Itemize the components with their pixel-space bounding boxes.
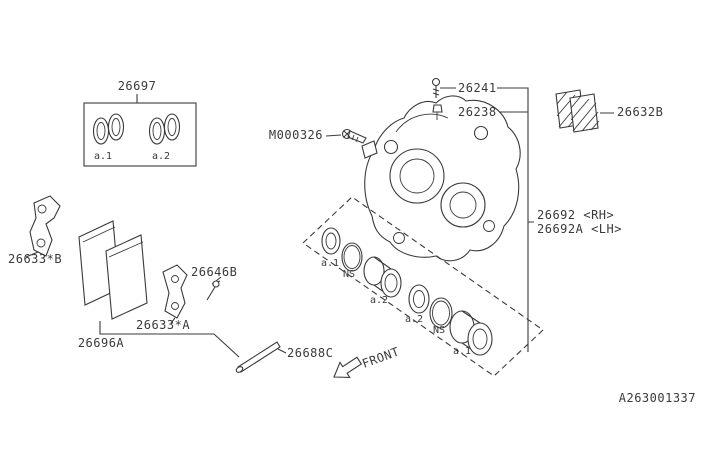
- callout-a2-piston-1: a.2: [370, 295, 388, 306]
- mount-bolt-threads: [343, 130, 359, 143]
- piston-seal-1-inner: [325, 232, 337, 250]
- mount-bolt-group: M000326: [269, 128, 367, 144]
- shim-set-group: 26632B: [555, 89, 663, 133]
- front-label: FRONT: [360, 344, 401, 370]
- callout-a1-piston-2: a.1: [453, 346, 471, 357]
- callout-a2-kit: a.2: [152, 151, 170, 162]
- bleeder-screw-stem: [432, 85, 440, 98]
- pad-clip-a-group: 26633*A: [136, 264, 190, 332]
- piston-seal-1-outer: [321, 227, 341, 255]
- part-label-bleeder-screw: 26241: [458, 81, 497, 95]
- caliper-bore-2-outer: [440, 182, 486, 228]
- ns-seal-1-outer: [341, 242, 363, 272]
- pad-clip-a-shape: [162, 264, 188, 319]
- part-label-shim-set: 26632B: [617, 105, 663, 119]
- leader-lines: [25, 87, 614, 358]
- seal-kit-box: [83, 102, 197, 167]
- seal-ring-a2-inner: [152, 122, 162, 140]
- bleeder-cap: [432, 104, 443, 113]
- seal-ring-a1b-inner: [111, 118, 121, 136]
- piston-seal-2-inner: [413, 290, 425, 308]
- drawing-number: A263001337: [619, 391, 696, 405]
- shim-plate-2: [569, 93, 599, 133]
- caliper-bore-2-inner: [449, 191, 477, 219]
- bleeder-group: 26241 26238: [431, 77, 497, 120]
- part-label-caliper-rh: 26692 <RH>: [537, 208, 614, 222]
- part-label-guide-pin: 26688C: [287, 346, 333, 360]
- caliper-lug-hole-3: [393, 232, 405, 244]
- seal-kit-group: 26697 a.1 a.2: [83, 79, 197, 167]
- mount-bolt-shaft: [347, 130, 367, 144]
- caliper-outline: [364, 95, 521, 262]
- part-label-caliper-lh: 26692A <LH>: [537, 222, 622, 236]
- piston-1-face: [380, 268, 402, 298]
- guide-pin-rod: [237, 341, 281, 373]
- callout-ns-1: NS: [343, 269, 355, 280]
- callout-a1-piston-row: a.1: [321, 258, 339, 269]
- caliper-ear-tab: [361, 140, 378, 159]
- front-direction-group: FRONT: [333, 344, 401, 379]
- part-label-pad-set: 26696A: [78, 336, 125, 350]
- callout-a2-seal-2: a.2: [405, 314, 423, 325]
- pad-clip-b-hole-1: [37, 204, 47, 214]
- piston-2-face-inner: [472, 328, 488, 350]
- seal-ring-a1-outer: [92, 117, 110, 145]
- caliper-lug-hole-4: [483, 220, 495, 232]
- part-label-clip-a: 26633*A: [136, 318, 190, 332]
- brake-pads-group: 26696A: [78, 220, 148, 350]
- pad-clip-b-hole-2: [36, 238, 46, 248]
- callout-ns-2: NS: [433, 325, 445, 336]
- shim-plate-2-hatch: [570, 95, 600, 132]
- caliper-body-group: 26692 <RH> 26692A <LH>: [361, 95, 622, 262]
- caliper-lug-hole-2: [473, 125, 489, 141]
- seal-ring-a2b-inner: [167, 118, 177, 136]
- seal-ring-a2-outer: [148, 117, 166, 145]
- pin-clip-group: 26646B: [191, 265, 237, 301]
- pad-clip-b-group: 26633*B: [8, 195, 62, 266]
- shim-plate-1-hatch: [556, 91, 586, 128]
- pin-clip-eye: [212, 280, 220, 288]
- ns-seal-2-inner: [432, 300, 450, 326]
- ns-seal-1-inner: [343, 245, 361, 269]
- caliper-bore-1-inner: [399, 158, 435, 194]
- part-label-seal-kit: 26697: [118, 79, 157, 93]
- caliper-bore-1-outer: [389, 148, 445, 204]
- piston-subassembly-group: a.1 NS a.2 a.2 NS a.1: [302, 196, 544, 377]
- seal-ring-a2b-outer: [163, 113, 181, 141]
- piston-1-face-inner: [384, 273, 398, 293]
- callout-a1-kit: a.1: [94, 151, 112, 162]
- guide-pin-group: 26688C: [235, 341, 333, 373]
- piston-subassembly-dashed-box: [302, 196, 544, 377]
- part-label-pin-clip: 26646B: [191, 265, 237, 279]
- seal-ring-a1-inner: [96, 122, 106, 140]
- caliper-detail-arc: [395, 113, 449, 133]
- pad-clip-a-hole-1: [171, 275, 179, 283]
- guide-pin-head: [235, 366, 244, 373]
- brake-pad-inner: [105, 234, 148, 320]
- pad-clip-b-shape: [29, 195, 61, 257]
- seal-ring-a1b-outer: [107, 113, 125, 141]
- ns-seal-2-outer: [429, 297, 453, 329]
- piston-seal-2-outer: [408, 284, 430, 314]
- piston-2-face: [467, 322, 493, 356]
- part-label-bleeder-cap: 26238: [458, 105, 497, 119]
- brake-pad-detail-lines: [82, 226, 144, 258]
- part-label-mount-bolt: M000326: [269, 128, 323, 142]
- bleeder-screw-head: [431, 77, 441, 87]
- front-arrow-icon: [333, 356, 363, 379]
- caliper-lug-hole-1: [383, 139, 399, 155]
- pad-clip-a-hole-2: [171, 302, 179, 310]
- part-label-clip-b: 26633*B: [8, 252, 62, 266]
